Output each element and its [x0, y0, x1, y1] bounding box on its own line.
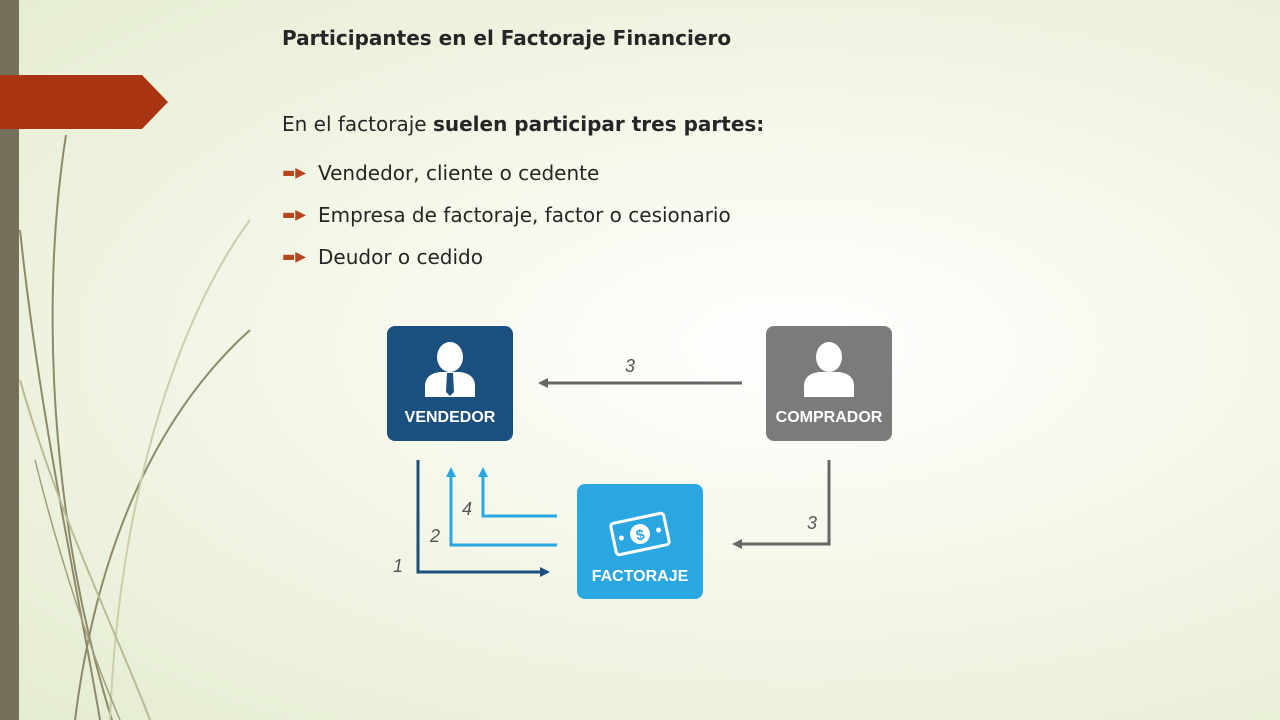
arrow-vendedor-factoraje — [416, 460, 550, 577]
comprador-node: COMPRADOR — [766, 326, 892, 441]
arrow-bullet-icon: ▬▶ — [282, 249, 306, 265]
factoring-flow-diagram: VENDEDOR COMPRADOR $ FACTORAJE 3 3 1 2 4 — [387, 326, 892, 599]
arrow-bullet-icon: ▬▶ — [282, 207, 306, 223]
vendedor-node: VENDEDOR — [387, 326, 513, 441]
arrow-comprador-factoraje — [732, 460, 831, 549]
intro-bold: suelen participar tres partes: — [432, 112, 765, 136]
list-item-text: Vendedor, cliente o cedente — [318, 161, 600, 185]
banknote-icon: $ — [609, 511, 671, 557]
title-accent-tab — [0, 75, 168, 129]
intro-text: En el factoraje suelen participar tres p… — [282, 112, 764, 136]
list-item: ▬▶ Deudor o cedido — [282, 236, 731, 278]
vendedor-label: VENDEDOR — [405, 409, 496, 426]
list-item-text: Empresa de factoraje, factor o cesionari… — [318, 203, 731, 227]
list-item: ▬▶ Empresa de factoraje, factor o cesion… — [282, 194, 731, 236]
arrow-bullet-icon: ▬▶ — [282, 165, 306, 181]
factoraje-label: FACTORAJE — [592, 568, 689, 585]
intro-prefix: En el factoraje — [282, 112, 433, 136]
participants-list: ▬▶ Vendedor, cliente o cedente ▬▶ Empres… — [282, 152, 731, 278]
businessman-icon — [425, 342, 475, 397]
person-icon — [804, 342, 854, 397]
step-label-comprador-factoraje: 3 — [807, 513, 817, 533]
step-label-comprador-vendedor: 3 — [625, 356, 635, 376]
step-label-factoraje-vendedor-2: 2 — [429, 526, 440, 546]
arrow-factoraje-vendedor-2 — [446, 467, 557, 547]
arrow-factoraje-vendedor-4 — [478, 467, 557, 518]
left-accent-strip — [0, 0, 19, 720]
slide-title: Participantes en el Factoraje Financiero — [282, 26, 732, 50]
list-item-text: Deudor o cedido — [318, 245, 483, 269]
decorative-grass-lines — [19, 134, 251, 720]
comprador-label: COMPRADOR — [776, 409, 883, 426]
list-item: ▬▶ Vendedor, cliente o cedente — [282, 152, 731, 194]
factoraje-node: $ FACTORAJE — [577, 484, 703, 599]
step-label-factoraje-vendedor-4: 4 — [462, 499, 472, 519]
step-label-vendedor-factoraje: 1 — [393, 556, 403, 576]
